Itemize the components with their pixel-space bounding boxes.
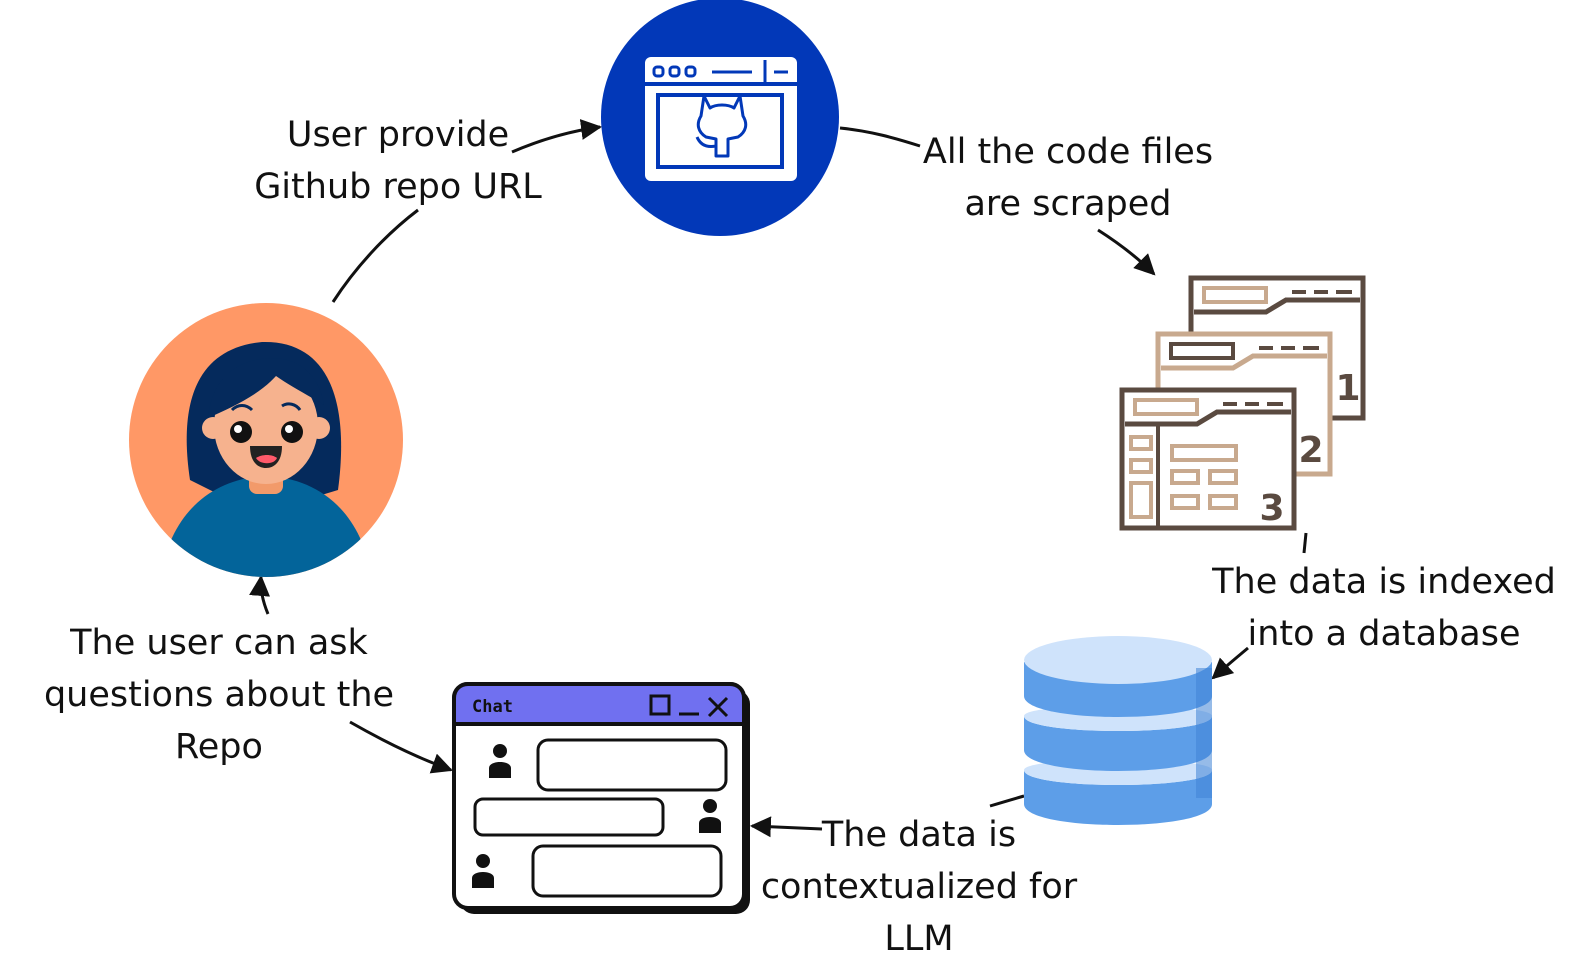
label-line: The data is: [821, 815, 1017, 855]
chat-close-icon: [707, 696, 729, 718]
chat-message-bubble: [536, 738, 728, 792]
label-line: questions about the: [43, 675, 395, 715]
label-provide-url: User provide Github repo URL: [235, 109, 561, 213]
arrow-label-to-database: [1211, 646, 1249, 680]
arrow-label-to-user: [249, 574, 271, 615]
label-line: are scraped: [964, 184, 1172, 224]
chat-user-icon: [699, 799, 721, 833]
chat-message-bubble: [473, 797, 665, 837]
label-line: User provide: [286, 115, 510, 155]
user-avatar: [129, 303, 403, 577]
chat-user-icon: [472, 854, 494, 888]
label-line: The user can ask: [70, 623, 368, 663]
file-number-1: 1: [1335, 368, 1360, 409]
arrow-github-to-label: [839, 126, 921, 148]
label-line: contextualized for: [760, 867, 1078, 907]
label-line: All the code files: [922, 132, 1214, 172]
label-line: LLM: [884, 919, 954, 959]
label-line: Github repo URL: [254, 167, 542, 207]
label-indexed: The data is indexed into a database: [1203, 556, 1565, 660]
label-contextualized: The data is contextualized for LLM: [748, 809, 1090, 965]
code-files-icon: 1 2 3: [1119, 275, 1366, 531]
chat-maximize-icon: [649, 694, 671, 716]
arrow-label-to-chat: [749, 816, 823, 838]
chat-window-icon: Chat: [452, 682, 750, 914]
label-line: The data is indexed: [1212, 562, 1556, 602]
github-browser-icon: [601, 0, 839, 236]
arrow-ask-to-chat: [349, 720, 453, 774]
database-icon: [1024, 636, 1212, 825]
label-line: into a database: [1247, 614, 1521, 654]
label-ask-questions: The user can ask questions about the Rep…: [28, 617, 410, 773]
arrow-label-to-files: [1097, 228, 1156, 276]
arrow-label-to-github: [511, 119, 603, 154]
chat-message-bubble: [531, 844, 723, 898]
github-cat-icon: [695, 94, 748, 158]
file-number-3: 3: [1259, 488, 1284, 529]
arrow-database-to-label: [989, 794, 1025, 808]
chat-window-title: Chat: [472, 697, 513, 717]
arrow-files-to-label: [1302, 532, 1308, 554]
label-scraped: All the code files are scraped: [908, 126, 1228, 230]
label-line: Repo: [175, 727, 263, 767]
arrow-user-to-github: [331, 208, 419, 303]
file-number-2: 2: [1298, 430, 1323, 471]
chat-user-icon: [489, 744, 511, 778]
